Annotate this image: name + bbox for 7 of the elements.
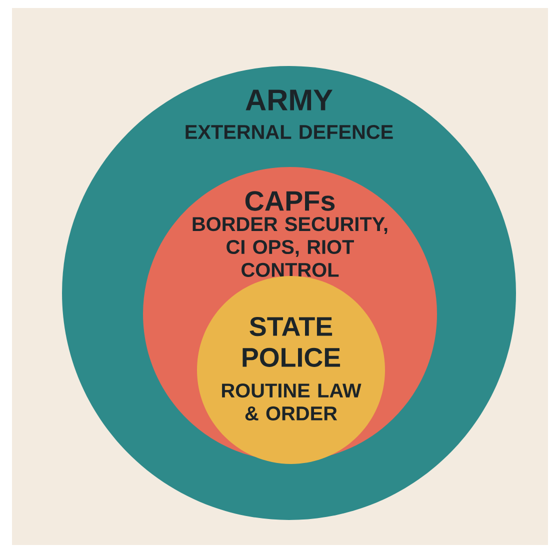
heading: STATE POLICE <box>242 317 340 367</box>
heading: CAPFs <box>245 191 335 211</box>
subheading: ROUTINE LAW & ORDER <box>222 384 362 420</box>
circle-region <box>197 276 385 464</box>
subheading: BORDER SECURITY, CI OPS, RIOT CONTROL <box>192 217 388 277</box>
subheading: EXTERNAL DEFENCE <box>186 124 393 140</box>
heading: ARMY <box>246 90 332 110</box>
